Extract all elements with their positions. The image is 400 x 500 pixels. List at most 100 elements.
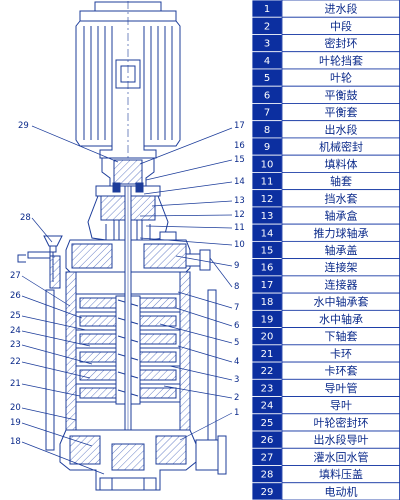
- callout-10: 10: [234, 240, 245, 250]
- parts-name: 叶轮挡套: [319, 53, 363, 67]
- parts-number: 20: [261, 332, 274, 343]
- parts-number: 24: [261, 401, 274, 412]
- parts-number: 9: [264, 142, 270, 153]
- coupling-bracket: [87, 157, 177, 241]
- parts-row: 22 卡环套: [252, 361, 400, 380]
- parts-number: 1: [264, 4, 270, 15]
- callout-15: 15: [234, 155, 245, 165]
- callout-25: 25: [10, 311, 21, 321]
- parts-name: 电动机: [325, 484, 358, 498]
- callout-26: 26: [10, 291, 21, 301]
- parts-row: 26 出水段导叶: [252, 430, 400, 449]
- callout-21: 21: [10, 379, 21, 389]
- callout-29: 29: [18, 121, 29, 131]
- parts-number: 25: [261, 418, 274, 429]
- callout-13: 13: [234, 196, 245, 206]
- parts-name: 导叶: [330, 399, 352, 412]
- parts-number: 27: [261, 452, 274, 463]
- parts-name: 轴承盖: [325, 243, 358, 257]
- parts-name: 灌水回水管: [314, 450, 369, 464]
- callout-24: 24: [10, 326, 21, 336]
- callout-16: 16: [234, 141, 245, 151]
- parts-name: 推力球轴承: [314, 226, 369, 240]
- motor: [75, 1, 181, 490]
- parts-name: 叶轮密封环: [314, 415, 369, 429]
- filling-funnel: [17, 235, 63, 289]
- parts-number: 13: [261, 211, 274, 222]
- parts-row: 4 叶轮挡套: [252, 51, 400, 70]
- parts-number: 10: [261, 159, 274, 170]
- parts-row: 5 叶轮: [252, 68, 400, 87]
- parts-row: 2 中段: [252, 16, 400, 35]
- callout-labels: 29 28 27 26 25 24 23 22 21 20 19 18 17 1…: [10, 121, 245, 447]
- parts-name: 平衡鼓: [325, 88, 358, 102]
- callout-8: 8: [234, 282, 239, 292]
- callout-23: 23: [10, 340, 21, 350]
- parts-number: 18: [261, 297, 274, 308]
- callout-22: 22: [10, 357, 21, 367]
- callout-1: 1: [234, 408, 239, 418]
- parts-name: 出水段: [325, 122, 358, 136]
- parts-number: 17: [261, 280, 274, 291]
- callout-14: 14: [234, 177, 245, 187]
- callout-6: 6: [234, 321, 239, 331]
- callout-17: 17: [234, 121, 245, 131]
- parts-number: 4: [264, 56, 270, 67]
- callout-3: 3: [234, 375, 239, 385]
- parts-row: 20 下轴套: [252, 327, 400, 346]
- parts-row: 24 导叶: [252, 396, 400, 415]
- parts-name: 卡环: [330, 347, 352, 360]
- pump-casing: [45, 185, 227, 491]
- callout-18: 18: [10, 437, 21, 447]
- parts-name: 卡环套: [325, 365, 358, 378]
- callout-27: 27: [10, 271, 21, 281]
- parts-number: 12: [261, 194, 274, 205]
- parts-name: 填料体: [325, 157, 358, 171]
- parts-number: 11: [261, 177, 274, 188]
- parts-row: 29 电动机: [252, 482, 400, 500]
- parts-number: 26: [261, 435, 274, 446]
- parts-name: 连接架: [325, 261, 358, 274]
- callout-2: 2: [234, 393, 239, 403]
- parts-name: 进水段: [325, 2, 358, 16]
- callout-4: 4: [234, 357, 239, 367]
- parts-name: 导叶管: [325, 381, 358, 395]
- parts-number: 29: [261, 487, 274, 498]
- parts-row: 1 进水段: [252, 0, 400, 18]
- parts-row: 6 平衡鼓: [252, 85, 400, 104]
- callout-28: 28: [20, 213, 31, 223]
- parts-row: 10 填料体: [252, 154, 400, 173]
- parts-number: 2: [264, 21, 270, 32]
- callout-20: 20: [10, 403, 21, 413]
- parts-number: 23: [261, 383, 274, 394]
- parts-row: 3 密封环: [252, 34, 400, 53]
- parts-name: 轴承盒: [325, 209, 358, 223]
- parts-name: 出水段导叶: [314, 433, 369, 447]
- parts-name: 平衡套: [325, 106, 358, 119]
- parts-number: 22: [261, 366, 274, 377]
- parts-number: 5: [264, 73, 270, 84]
- parts-name: 密封环: [325, 36, 358, 50]
- callout-7: 7: [234, 303, 239, 313]
- parts-number: 16: [261, 263, 274, 274]
- parts-name: 连接器: [325, 278, 358, 291]
- pump-cross-section-drawing: 29 28 27 26 25 24 23 22 21 20 19 18 17 1…: [10, 1, 245, 491]
- parts-name: 中段: [330, 19, 352, 33]
- leader-lines: [21, 125, 233, 475]
- parts-number: 3: [264, 39, 270, 50]
- parts-name: 挡水套: [325, 191, 358, 205]
- parts-row: 12 挡水套: [252, 189, 400, 208]
- parts-number: 6: [264, 90, 270, 101]
- callout-9: 9: [234, 261, 239, 271]
- parts-name: 下轴套: [325, 329, 358, 343]
- parts-name: 叶轮: [330, 71, 352, 85]
- parts-number: 7: [264, 108, 270, 119]
